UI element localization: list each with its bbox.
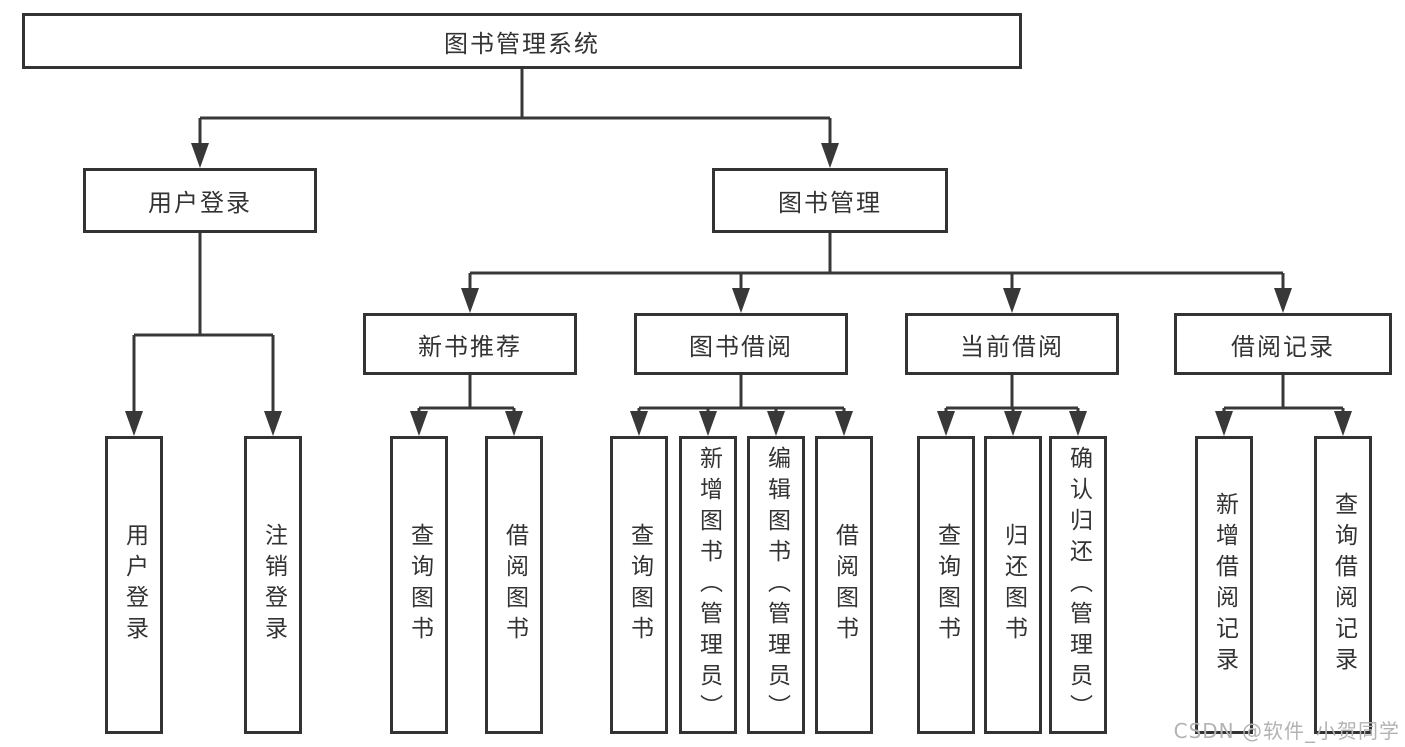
leaf-current-confirm-return-admin: 确认归还（管理员） (1049, 436, 1107, 734)
leaf-current-query-books: 查询图书 (917, 436, 975, 734)
node-book-management: 图书管理 (712, 168, 948, 233)
node-current-borrow: 当前借阅 (905, 313, 1119, 375)
leaf-logout: 注销登录 (244, 436, 302, 734)
leaf-borrow-add-books-admin: 新增图书（管理员） (679, 436, 737, 734)
leaf-borrow-borrow-books: 借阅图书 (815, 436, 873, 734)
leaf-user-login: 用户登录 (105, 436, 163, 734)
leaf-records-query-record: 查询借阅记录 (1314, 436, 1372, 734)
leaf-newbooks-query-books: 查询图书 (390, 436, 448, 734)
node-library-management-system: 图书管理系统 (22, 13, 1022, 69)
leaf-current-return-books: 归还图书 (984, 436, 1042, 734)
node-borrow-records: 借阅记录 (1174, 313, 1392, 375)
node-new-book-recommend: 新书推荐 (363, 313, 577, 375)
leaf-borrow-query-books: 查询图书 (610, 436, 668, 734)
leaf-newbooks-borrow-books: 借阅图书 (485, 436, 543, 734)
leaf-records-add-record: 新增借阅记录 (1195, 436, 1253, 734)
csdn-watermark: CSDN @软件_小贺同学 (1173, 719, 1400, 743)
leaf-borrow-edit-books-admin: 编辑图书（管理员） (747, 436, 805, 734)
node-book-borrow: 图书借阅 (634, 313, 848, 375)
node-user-login: 用户登录 (83, 168, 317, 233)
